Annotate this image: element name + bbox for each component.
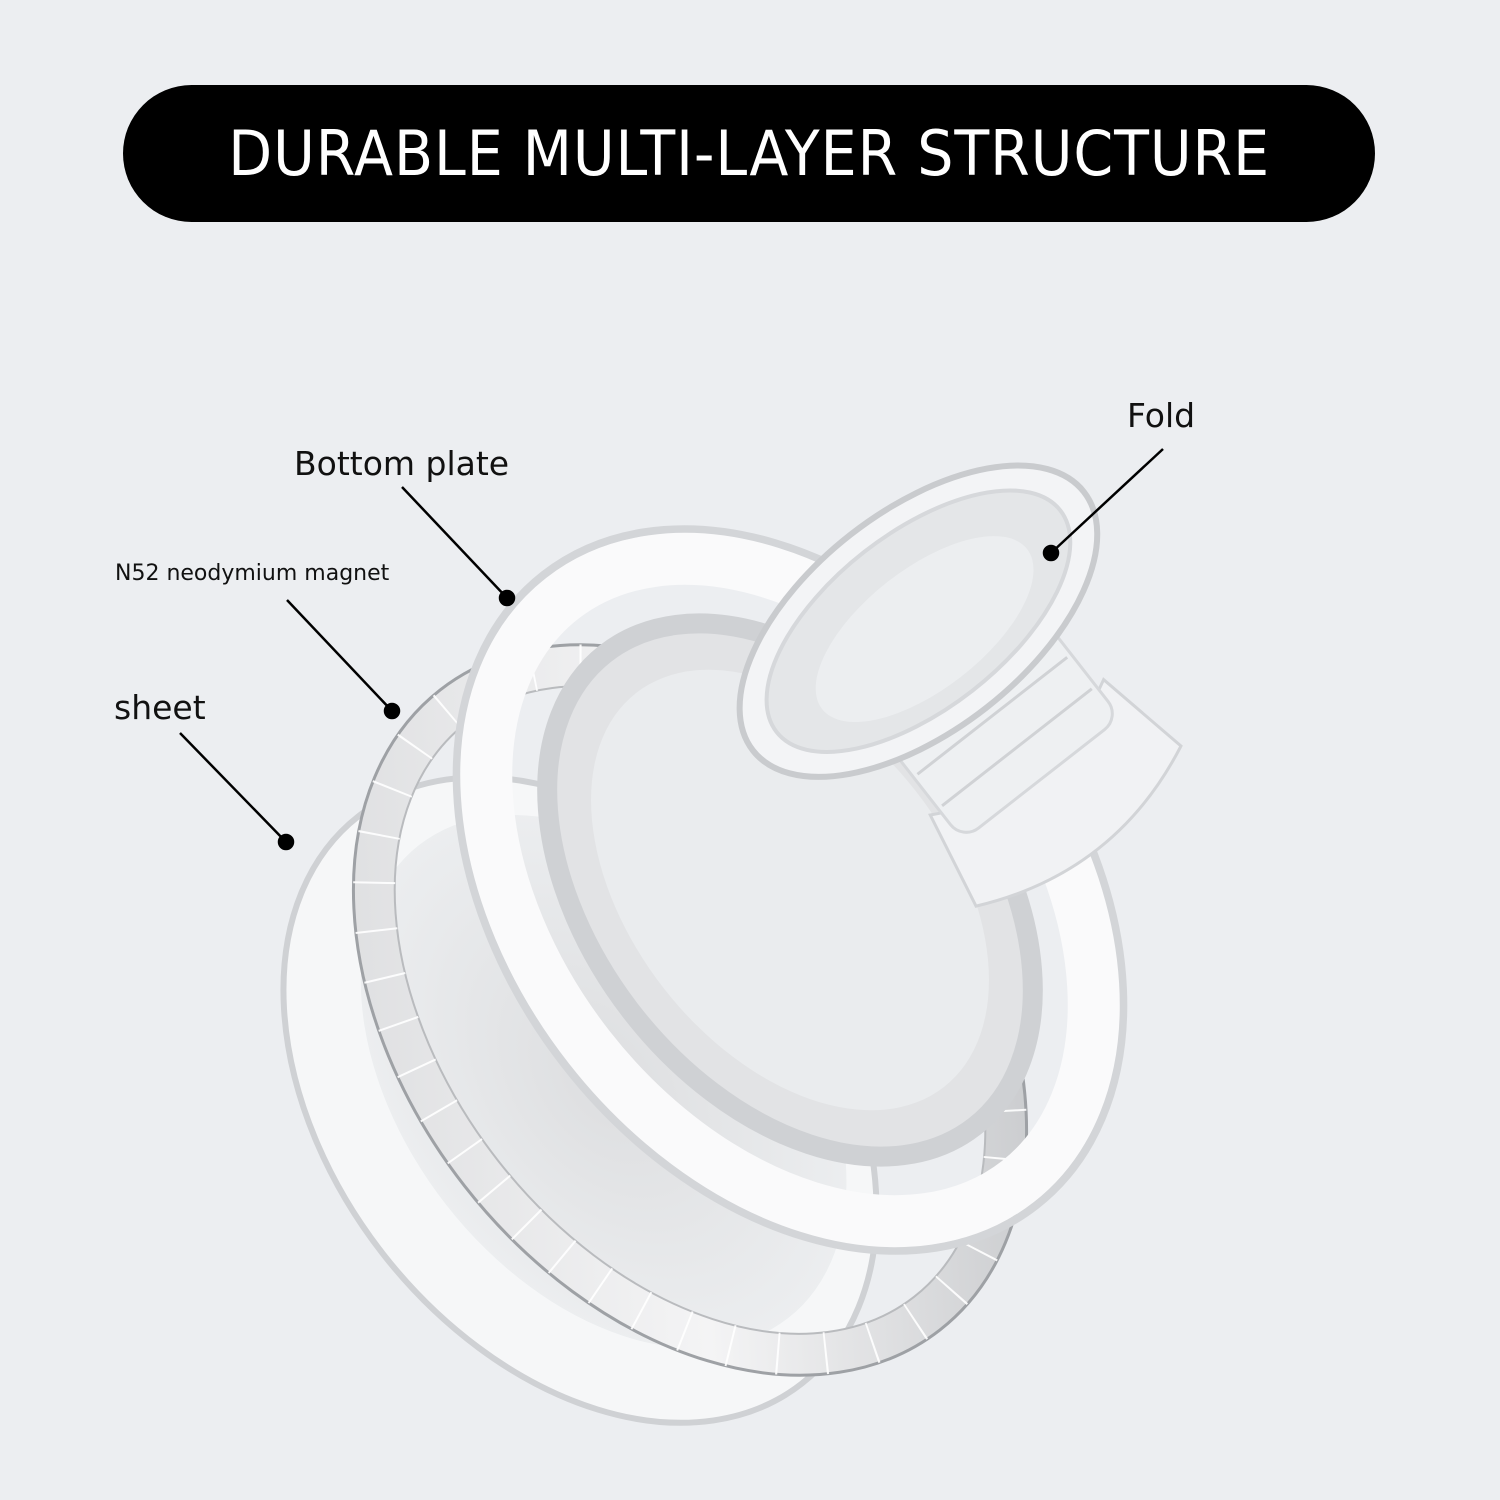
callout-bottom-plate: Bottom plate: [294, 444, 510, 483]
fold-layer: [736, 462, 1183, 908]
callout-magnet: N52 neodymium magnet: [115, 561, 390, 586]
banner-title: DURABLE MULTI-LAYER STRUCTURE: [228, 117, 1270, 190]
sheet-leader-dot: [277, 833, 295, 851]
magnet-leader-dot: [383, 702, 401, 720]
fold-leader-line: [1050, 448, 1164, 554]
callout-fold: Fold: [1127, 396, 1196, 435]
bottom-plate-leader-line: [401, 486, 508, 599]
leader-lines: [179, 448, 1164, 851]
sheet-leader-line: [179, 732, 287, 843]
callout-sheet: sheet: [114, 688, 206, 727]
fold-leader-dot: [1042, 544, 1060, 562]
bottom-plate-leader-dot: [498, 589, 516, 607]
magnet-leader-line: [286, 599, 393, 712]
title-banner: DURABLE MULTI-LAYER STRUCTURE: [123, 85, 1375, 222]
